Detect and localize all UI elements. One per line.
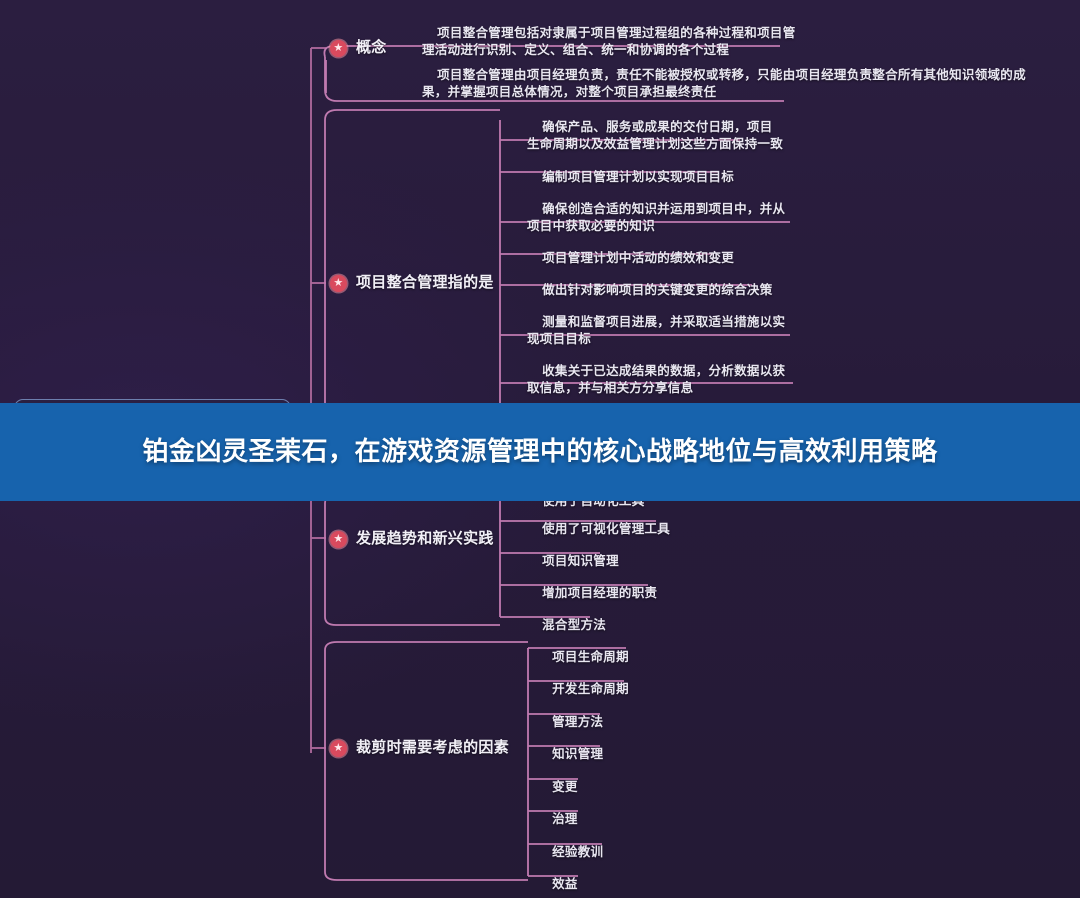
leaf-node[interactable]: 项目生命周期 [533,630,753,687]
leaf-node[interactable]: 做出针对影响项目的关键变更的综合决策 [523,263,785,320]
leaf-node[interactable]: 项目整合管理包括对隶属于项目管理过程组的各种过程和项目管理活动进行识别、定义、组… [418,6,798,80]
leaf-node[interactable]: 经验教训 [533,825,753,882]
leaf-label: 治理 [552,811,578,826]
leaf-label: 效益 [552,876,578,891]
leaf-label: 收集关于已达成结果的数据，分析数据以获取信息，并与相关方分享信息 [527,363,786,395]
branch-label: 概念 [356,38,387,56]
star-icon [330,530,347,548]
leaf-node[interactable]: 效益 [533,857,753,898]
leaf-label: 项目管理计划中活动的绩效和变更 [542,250,735,265]
branch-node-integration-management[interactable]: 项目整合管理指的是 [330,270,494,299]
leaf-label: 项目知识管理 [542,553,619,568]
branch-node-trends[interactable]: 发展趋势和新兴实践 [330,526,494,555]
leaf-node[interactable]: 项目知识管理 [523,534,773,591]
star-icon [330,274,347,292]
leaf-node[interactable]: 项目管理计划中活动的绩效和变更 [523,231,785,288]
leaf-node[interactable]: 收集关于已达成结果的数据，分析数据以获取信息，并与相关方分享信息 [523,344,791,418]
leaf-label: 使用了可视化管理工具 [542,521,671,536]
leaf-node[interactable]: 测量和监督项目进展，并采取适当措施以实现项目目标 [523,295,791,369]
leaf-node[interactable]: 管理方法 [533,695,753,752]
leaf-node[interactable]: 增加项目经理的职责 [523,566,773,623]
leaf-node[interactable]: 使用了可视化管理工具 [523,502,773,559]
leaf-label: 做出针对影响项目的关键变更的综合决策 [542,282,773,297]
leaf-label: 项目生命周期 [552,649,629,664]
leaf-node[interactable]: 知识管理 [533,727,753,784]
leaf-label: 变更 [552,779,578,794]
leaf-label: 开发生命周期 [552,681,629,696]
leaf-node[interactable]: 治理 [533,792,753,849]
leaf-node[interactable]: 确保创造合适的知识并运用到项目中，并从项目中获取必要的知识 [523,182,791,256]
branch-label: 发展趋势和新兴实践 [356,529,494,547]
title-overlay-banner: 铂金凶灵圣茉石，在游戏资源管理中的核心战略地位与高效利用策略 [0,403,1080,501]
leaf-label: 项目整合管理包括对隶属于项目管理过程组的各种过程和项目管理活动进行识别、定义、组… [422,25,796,57]
leaf-label: 项目整合管理由项目经理负责，责任不能被授权或转移，只能由项目经理负责整合所有其他… [422,67,1026,99]
leaf-node[interactable]: 项目整合管理由项目经理负责，责任不能被授权或转移，只能由项目经理负责整合所有其他… [418,48,1030,122]
leaf-node[interactable]: 开发生命周期 [533,662,753,719]
branch-node-concept[interactable]: 概念 [330,35,387,64]
leaf-label: 编制项目管理计划以实现项目目标 [542,169,735,184]
leaf-label: 确保产品、服务或成果的交付日期，项目生命周期以及效益管理计划这些方面保持一致 [527,119,784,151]
star-icon [330,39,347,57]
leaf-node[interactable]: 确保产品、服务或成果的交付日期，项目生命周期以及效益管理计划这些方面保持一致 [523,100,785,174]
leaf-node[interactable]: 变更 [533,760,753,817]
leaf-label: 经验教训 [552,844,604,859]
branch-node-tailoring-factors[interactable]: 裁剪时需要考虑的因素 [330,735,509,764]
leaf-label: 确保创造合适的知识并运用到项目中，并从项目中获取必要的知识 [527,201,786,233]
branch-label: 项目整合管理指的是 [356,273,494,291]
leaf-label: 增加项目经理的职责 [542,585,658,600]
overlay-title: 铂金凶灵圣茉石，在游戏资源管理中的核心战略地位与高效利用策略 [142,436,938,467]
leaf-label: 混合型方法 [542,617,607,632]
star-icon [330,739,347,757]
leaf-label: 管理方法 [552,714,604,729]
leaf-node[interactable]: 混合型方法 [523,598,773,655]
branch-label: 裁剪时需要考虑的因素 [356,738,510,756]
leaf-label: 知识管理 [552,746,604,761]
leaf-node[interactable]: 编制项目管理计划以实现项目目标 [523,150,785,207]
leaf-label: 测量和监督项目进展，并采取适当措施以实现项目目标 [527,314,786,346]
